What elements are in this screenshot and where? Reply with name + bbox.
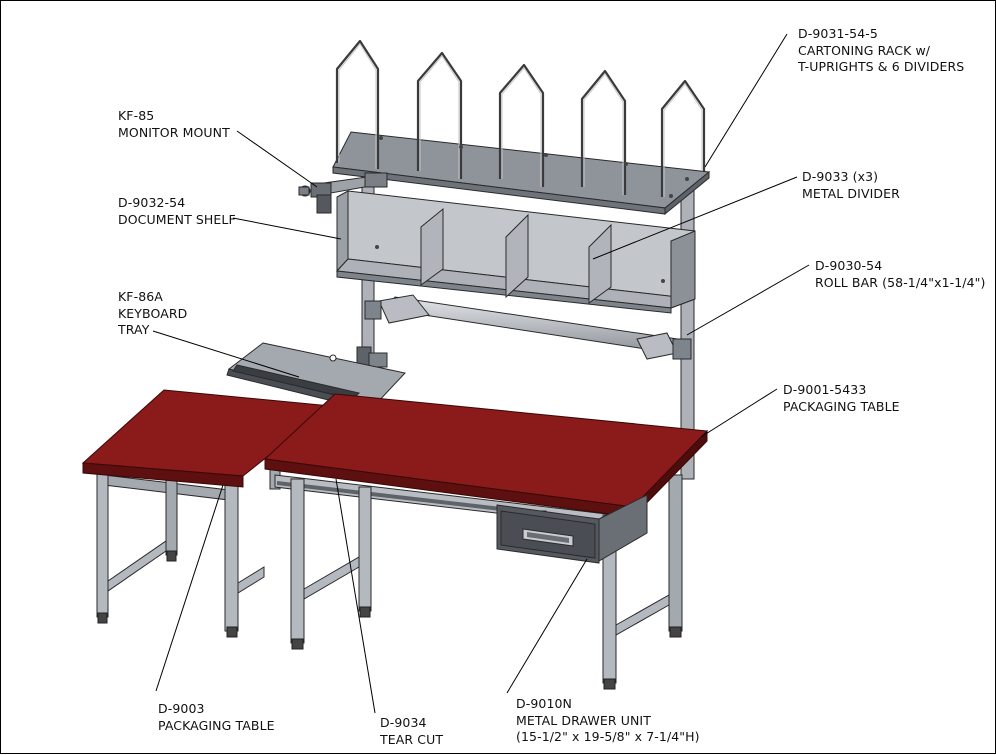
callout-line: D-9010N [516,696,572,711]
callout-packaging-table-side: D-9003 PACKAGING TABLE [158,701,275,734]
side-packaging-table [81,389,333,638]
callout-line: METAL DRAWER UNIT [516,712,651,728]
callout-line: D-9003 [158,701,205,716]
keyboard-tray [226,342,406,412]
callout-line: D-9031-54-5 [798,26,878,41]
callout-line: METAL DIVIDER [802,185,900,201]
callout-line: TRAY [118,322,150,337]
leader-lines [152,33,810,714]
callout-line: MONITOR MOUNT [118,124,230,140]
document-shelf [335,190,696,314]
cartoning-rack [332,39,711,216]
callout-line: T-UPRIGHTS & 6 DIVIDERS [798,59,965,74]
callout-line: D-9032-54 [118,195,186,210]
callout-packaging-table-main: D-9001-5433 PACKAGING TABLE [783,382,900,415]
callout-monitor-mount: KF-85 MONITOR MOUNT [118,108,230,141]
callout-line: CARTONING RACK w/ [798,42,931,58]
callout-line: PACKAGING TABLE [158,717,275,733]
callout-line: D-9033 (x3) [802,169,879,184]
callout-line: D-9034 [380,715,427,730]
callout-tear-cut: D-9034 TEAR CUT [380,715,443,748]
callout-cartoning-rack: D-9031-54-5 CARTONING RACK w/ T-UPRIGHTS… [798,26,964,76]
callout-keyboard-tray: KF-86A KEYBOARD TRAY [118,289,187,339]
callout-line: KF-86A [118,289,163,304]
callout-line: DOCUMENT SHELF [118,211,236,227]
callout-document-shelf: D-9032-54 DOCUMENT SHELF [118,195,236,228]
callout-line: PACKAGING TABLE [783,398,900,414]
callout-metal-divider: D-9033 (x3) METAL DIVIDER [802,169,900,202]
metal-drawer-unit [496,494,648,564]
callout-line: D-9001-5433 [783,382,867,397]
roll-bar [364,294,692,360]
monitor-mount [298,172,388,214]
callout-roll-bar: D-9030-54 ROLL BAR (58-1/4"x1-1/4") [815,258,985,291]
callout-line: ROLL BAR (58-1/4"x1-1/4") [815,274,986,290]
callout-line: KEYBOARD [118,305,188,321]
callout-line: D-9030-54 [815,258,883,273]
callout-line: (15-1/2" x 19-5/8" x 7-1/4"H) [516,729,700,744]
callout-line: KF-85 [118,108,155,123]
main-packaging-table [263,393,709,690]
callout-drawer-unit: D-9010N METAL DRAWER UNIT (15-1/2" x 19-… [516,696,700,746]
callout-line: TEAR CUT [380,731,444,747]
